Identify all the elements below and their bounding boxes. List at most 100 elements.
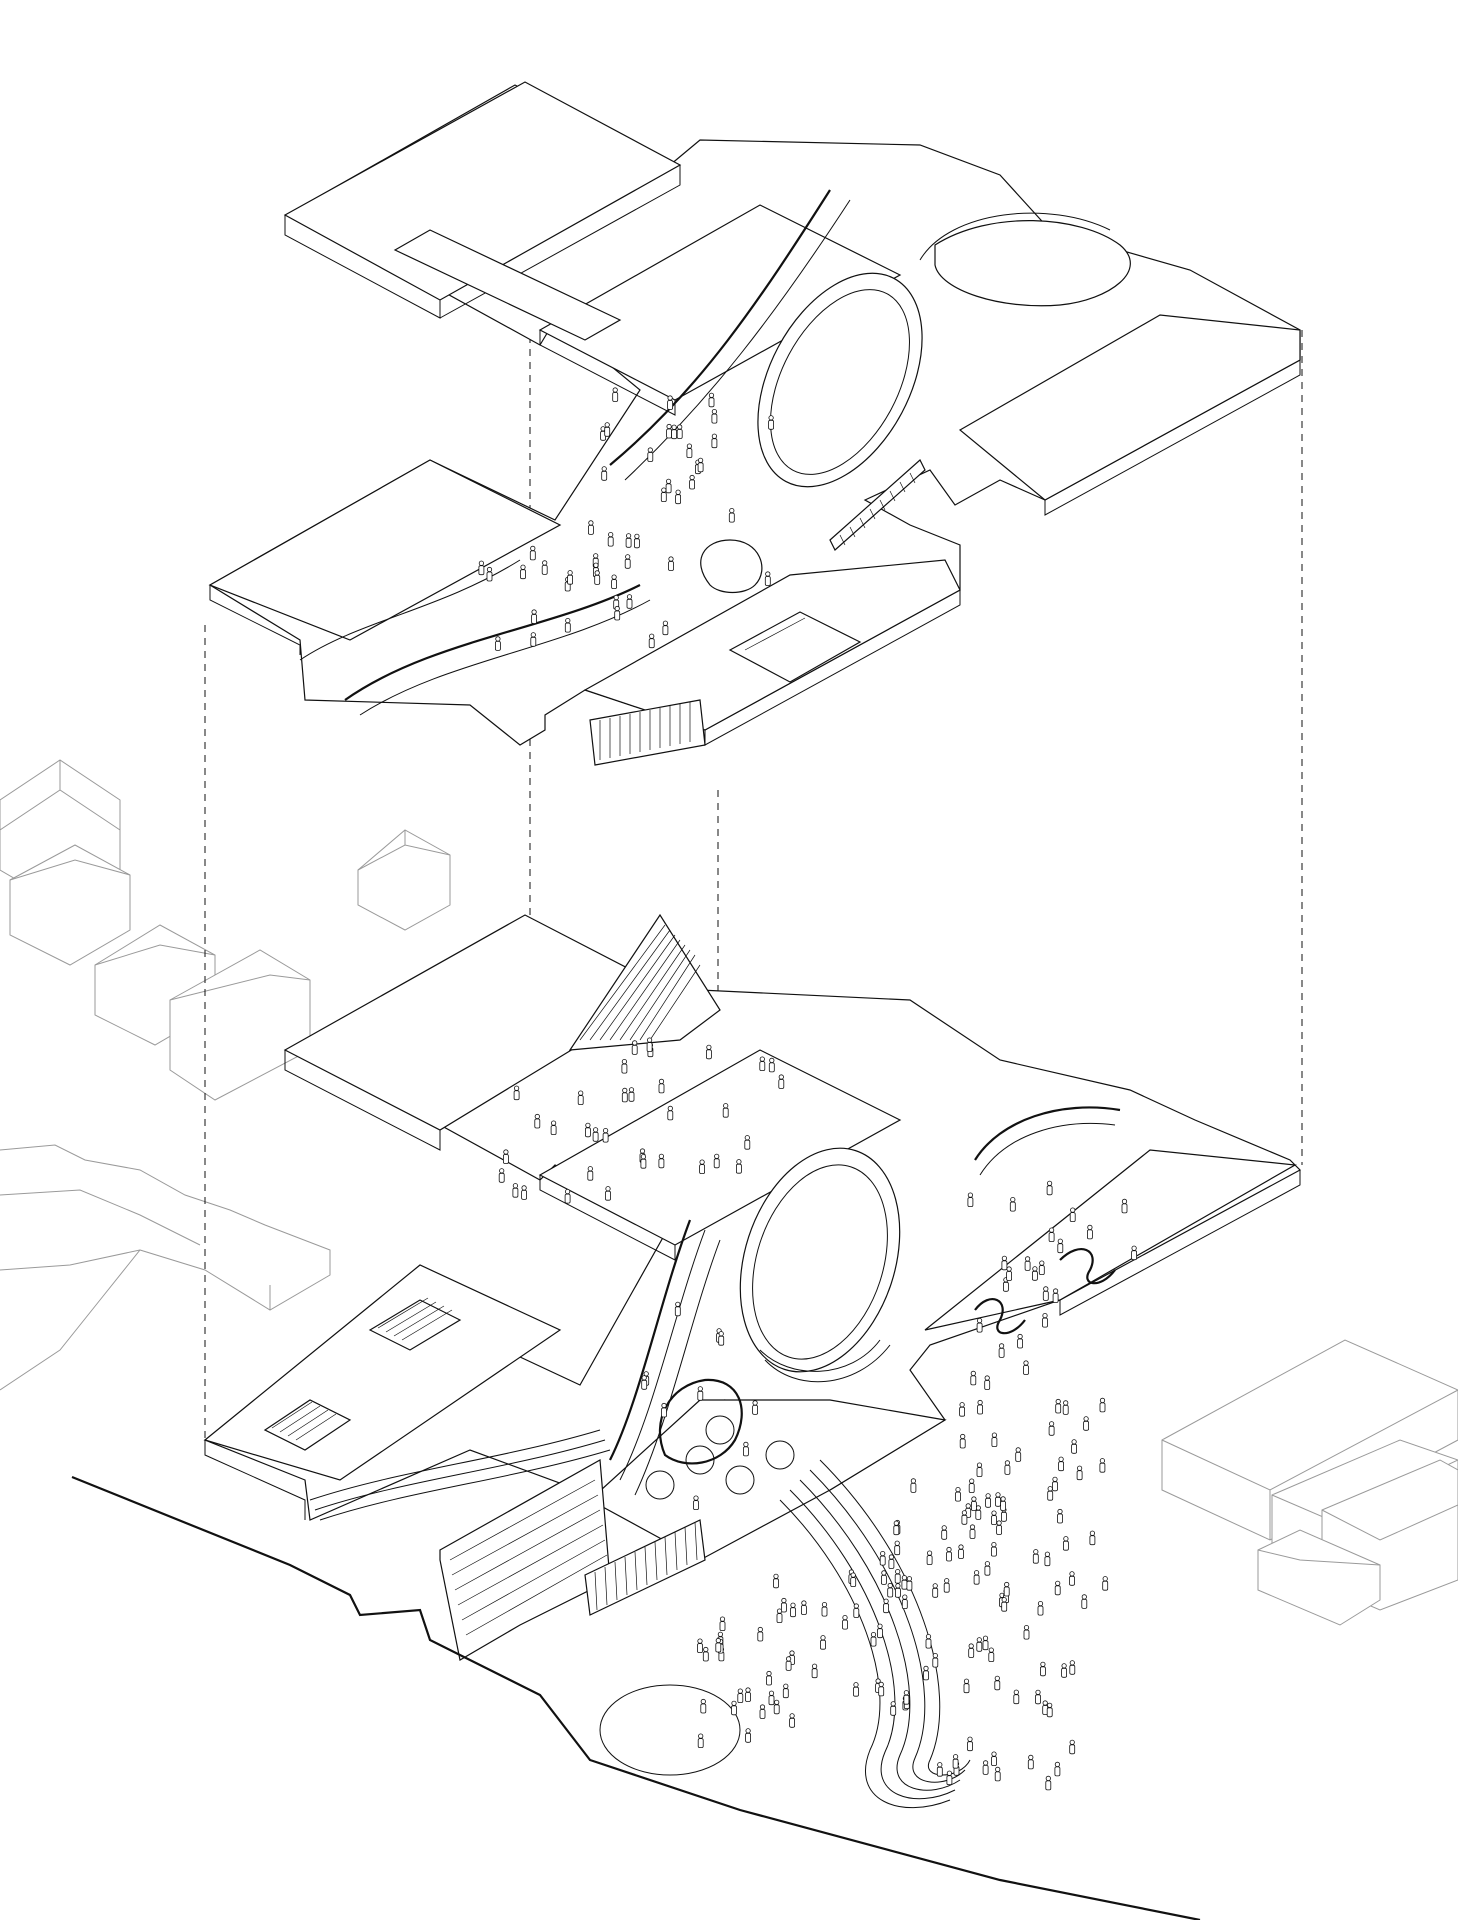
person-figure (946, 1770, 953, 1786)
person-figure (667, 1105, 674, 1121)
person-figure (994, 1766, 1001, 1782)
person-figure (697, 1733, 704, 1748)
person-figure (952, 1754, 959, 1769)
person-figure (592, 1127, 599, 1142)
context-buildings-left (0, 759, 451, 1391)
person-figure (982, 1760, 989, 1775)
person-figure (728, 507, 735, 523)
ground-oval-void (739, 1147, 901, 1373)
person-figure (1038, 1260, 1045, 1275)
person-figure (1001, 1597, 1008, 1612)
person-figure (988, 1647, 995, 1662)
person-figure (894, 1569, 901, 1584)
person-figure (1000, 1496, 1006, 1511)
upper-egg-opening (700, 539, 763, 594)
person-figure (715, 1637, 722, 1653)
person-figure (821, 1602, 828, 1617)
person-figure (1069, 1660, 1076, 1675)
ground-egg-opening (659, 1378, 743, 1465)
person-figure (768, 415, 774, 430)
person-figure (976, 1462, 983, 1477)
context-house-right-4 (1257, 1529, 1381, 1626)
person-figure (564, 617, 571, 633)
person-figure (494, 636, 501, 651)
person-figure (607, 531, 614, 547)
person-figure (1023, 1360, 1029, 1375)
person-figure (706, 1044, 712, 1060)
context-house-5 (357, 829, 451, 931)
person-figure (668, 556, 674, 571)
upper-garden-terrace (934, 220, 1131, 307)
person-figure (1015, 1447, 1022, 1462)
person-figure (1131, 1245, 1137, 1261)
person-figure (697, 457, 704, 473)
person-figure (1046, 1180, 1053, 1196)
person-figure (587, 1166, 594, 1181)
person-figure (713, 1153, 720, 1169)
person-figure (923, 1665, 929, 1681)
ground-auditorium-2 (368, 1299, 462, 1351)
person-figure (773, 1573, 779, 1589)
person-figure (877, 1623, 883, 1639)
upper-wing-east (958, 314, 1301, 501)
terrain-section-line (71, 1475, 1201, 1920)
person-figure (718, 1331, 725, 1346)
person-figure (1052, 1288, 1059, 1303)
person-figure (1057, 1508, 1063, 1524)
person-figure (648, 633, 655, 649)
person-figure (486, 566, 493, 582)
person-figure (790, 1602, 796, 1618)
person-figure (778, 1074, 785, 1089)
person-figure (601, 466, 608, 481)
person-figure (541, 560, 548, 575)
person-figure (955, 1487, 961, 1502)
upper-ramp (344, 584, 641, 701)
person-figure (744, 1135, 751, 1150)
person-figure (626, 594, 633, 609)
person-figure (768, 1057, 775, 1073)
ground-wing-northeast (538, 1049, 902, 1261)
person-figure (1046, 1702, 1053, 1718)
person-figure (925, 1634, 932, 1649)
person-figure (661, 1402, 667, 1418)
person-figure (850, 1572, 857, 1587)
person-figure (1001, 1255, 1008, 1271)
person-figure (1089, 1530, 1096, 1546)
person-figure (640, 1154, 647, 1169)
person-figure (991, 1751, 997, 1766)
person-figure (1004, 1460, 1011, 1475)
person-figure (665, 478, 672, 494)
person-figure (711, 433, 718, 449)
person-figure (604, 422, 611, 437)
person-figure (631, 1040, 638, 1055)
person-figure (982, 1635, 989, 1651)
person-figure (646, 1037, 653, 1052)
person-figure (1017, 1333, 1023, 1349)
person-figure (605, 1186, 611, 1201)
person-figure (662, 620, 669, 636)
person-figure (658, 1078, 665, 1094)
person-figure (530, 632, 537, 647)
person-figure (926, 1550, 933, 1565)
person-figure (567, 570, 573, 585)
person-figure (984, 1561, 991, 1576)
person-figure (611, 574, 617, 589)
person-figure (901, 1575, 908, 1590)
person-figure (958, 1544, 964, 1559)
person-figure (602, 1128, 609, 1143)
person-figure (1061, 1663, 1067, 1678)
upper-curved-walkway (609, 189, 831, 466)
person-figure (702, 1646, 709, 1662)
person-figure (722, 1103, 729, 1118)
person-figure (1035, 1689, 1041, 1705)
person-figure (759, 1704, 766, 1719)
ground-grand-stair-north (568, 913, 721, 1051)
person-figure (890, 1701, 897, 1716)
person-figure (984, 1375, 991, 1390)
person-figure (991, 1542, 997, 1557)
person-figure (513, 1085, 520, 1101)
ground-curved-walkway (609, 1219, 692, 1461)
person-figure (1062, 1400, 1069, 1415)
person-figure (998, 1343, 1005, 1358)
